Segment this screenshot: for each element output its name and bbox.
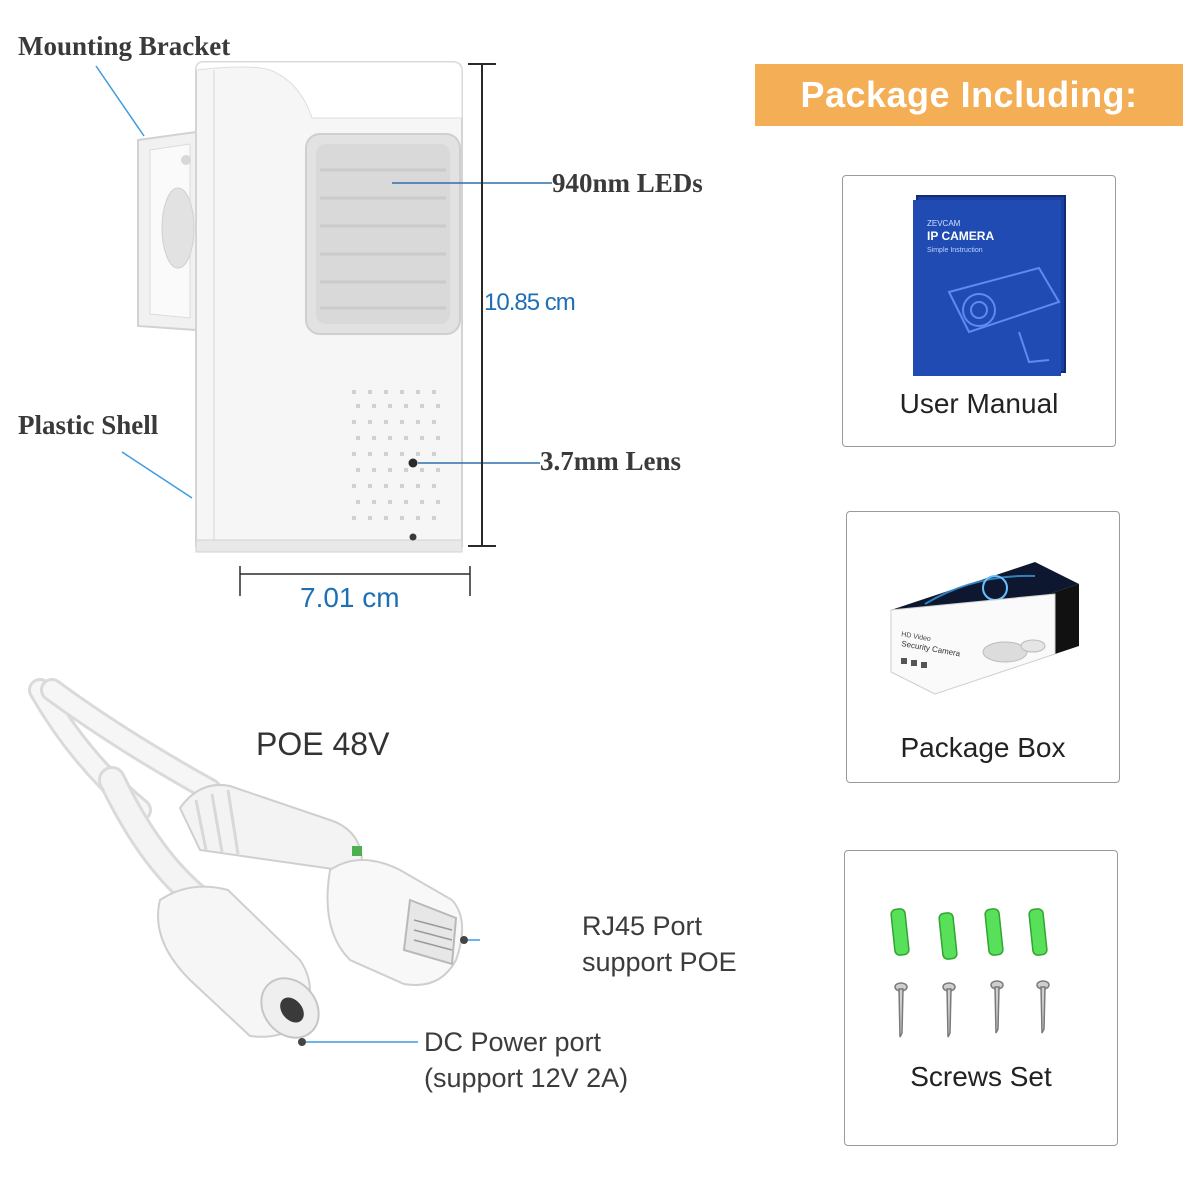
vent-hole bbox=[356, 500, 360, 504]
vent-hole bbox=[368, 420, 372, 424]
vent-hole bbox=[388, 436, 392, 440]
svg-text:ZEVCAM: ZEVCAM bbox=[927, 219, 961, 228]
dc-power-label-line2: (support 12V 2A) bbox=[424, 1063, 629, 1093]
vent-hole bbox=[388, 468, 392, 472]
height-dimension-line bbox=[468, 63, 496, 547]
vent-hole bbox=[384, 452, 388, 456]
vent-hole bbox=[384, 484, 388, 488]
vent-hole bbox=[416, 484, 420, 488]
user-manual-caption: User Manual bbox=[899, 388, 1059, 419]
vent-hole bbox=[420, 404, 424, 408]
vent-hole bbox=[368, 484, 372, 488]
vent-hole bbox=[416, 452, 420, 456]
vent-hole bbox=[372, 500, 376, 504]
mic-hole bbox=[409, 533, 417, 541]
vent-hole bbox=[436, 468, 440, 472]
package-box-icon: HD Video Security Camera bbox=[890, 562, 1079, 695]
rj45-anchor-dot bbox=[460, 936, 468, 944]
rj45-boot-shape bbox=[178, 784, 364, 872]
vent-hole bbox=[372, 404, 376, 408]
vent-hole bbox=[368, 390, 372, 394]
vent-hole bbox=[356, 468, 360, 472]
vent-hole bbox=[352, 484, 356, 488]
vent-hole bbox=[404, 404, 408, 408]
vent-hole bbox=[400, 452, 404, 456]
vent-holes bbox=[352, 390, 440, 520]
rj45-head-shape bbox=[326, 859, 464, 986]
package-heading: Package Including: bbox=[755, 64, 1183, 126]
screws-set-icon bbox=[890, 908, 1050, 1038]
vent-hole bbox=[352, 516, 356, 520]
camera-body-shape bbox=[195, 61, 463, 553]
vent-hole bbox=[368, 516, 372, 520]
manual-cover-subtitle: Simple Instruction bbox=[927, 247, 983, 254]
vent-hole bbox=[404, 468, 408, 472]
vent-hole bbox=[432, 420, 436, 424]
vent-hole bbox=[416, 516, 420, 520]
vent-hole bbox=[384, 390, 388, 394]
height-dimension-label: 10.85 cm bbox=[484, 289, 576, 316]
vent-hole bbox=[372, 436, 376, 440]
vent-hole bbox=[432, 516, 436, 520]
mounting-bracket-shape bbox=[137, 130, 197, 332]
shell-leader bbox=[121, 451, 193, 499]
vent-hole bbox=[384, 420, 388, 424]
rj45-label-line2: support POE bbox=[582, 947, 737, 977]
manual-cover-title: IP CAMERA bbox=[927, 229, 994, 243]
vent-hole bbox=[432, 484, 436, 488]
vent-hole bbox=[420, 468, 424, 472]
dc-power-label-line1: DC Power port bbox=[424, 1027, 602, 1057]
vent-hole bbox=[400, 390, 404, 394]
dc-jack-shape bbox=[157, 885, 320, 1039]
vent-hole bbox=[400, 516, 404, 520]
user-manual-icon: ZEVCAM IP CAMERA Simple Instruction bbox=[913, 195, 1066, 376]
cable-illustration bbox=[28, 678, 480, 1046]
vent-hole bbox=[388, 404, 392, 408]
dc-power-label: DC Power port (support 12V 2A) bbox=[424, 1024, 628, 1096]
bracket-leader bbox=[95, 65, 145, 137]
screws bbox=[894, 980, 1050, 1038]
vent-hole bbox=[436, 404, 440, 408]
vent-hole bbox=[400, 420, 404, 424]
package-box-card: HD Video Security Camera Package Box bbox=[846, 511, 1120, 783]
vent-hole bbox=[420, 500, 424, 504]
leds-label: 940nm LEDs bbox=[552, 168, 703, 198]
rj45-label: RJ45 Port support POE bbox=[582, 908, 737, 980]
plastic-shell-label: Plastic Shell bbox=[18, 410, 159, 440]
rj45-label-line1: RJ45 Port bbox=[582, 911, 703, 941]
dc-anchor-dot bbox=[298, 1038, 306, 1046]
screws-set-caption: Screws Set bbox=[910, 1061, 1052, 1092]
vent-hole bbox=[404, 500, 408, 504]
vent-hole bbox=[404, 436, 408, 440]
lens-hole bbox=[408, 458, 418, 468]
vent-hole bbox=[436, 500, 440, 504]
vent-hole bbox=[356, 436, 360, 440]
poe-title: POE 48V bbox=[256, 726, 390, 762]
width-dimension-line bbox=[239, 566, 471, 596]
vent-hole bbox=[356, 404, 360, 408]
vent-hole bbox=[368, 452, 372, 456]
vent-hole bbox=[352, 452, 356, 456]
vent-hole bbox=[416, 420, 420, 424]
vent-hole bbox=[420, 436, 424, 440]
vent-hole bbox=[388, 500, 392, 504]
vent-hole bbox=[416, 390, 420, 394]
vent-hole bbox=[372, 468, 376, 472]
user-manual-card: ZEVCAM IP CAMERA Simple Instruction User… bbox=[842, 175, 1116, 447]
mounting-bracket-label: Mounting Bracket bbox=[18, 31, 231, 61]
camera-illustration bbox=[95, 61, 552, 596]
vent-hole bbox=[400, 484, 404, 488]
wall-anchors bbox=[890, 908, 1048, 960]
vent-hole bbox=[352, 420, 356, 424]
vent-hole bbox=[352, 390, 356, 394]
vent-hole bbox=[436, 436, 440, 440]
screws-set-card: Screws Set bbox=[844, 850, 1118, 1146]
lens-label: 3.7mm Lens bbox=[540, 446, 681, 476]
width-dimension-label: 7.01 cm bbox=[300, 582, 400, 613]
vent-hole bbox=[432, 390, 436, 394]
vent-hole bbox=[384, 516, 388, 520]
package-box-caption: Package Box bbox=[900, 732, 1066, 763]
vent-hole bbox=[432, 452, 436, 456]
